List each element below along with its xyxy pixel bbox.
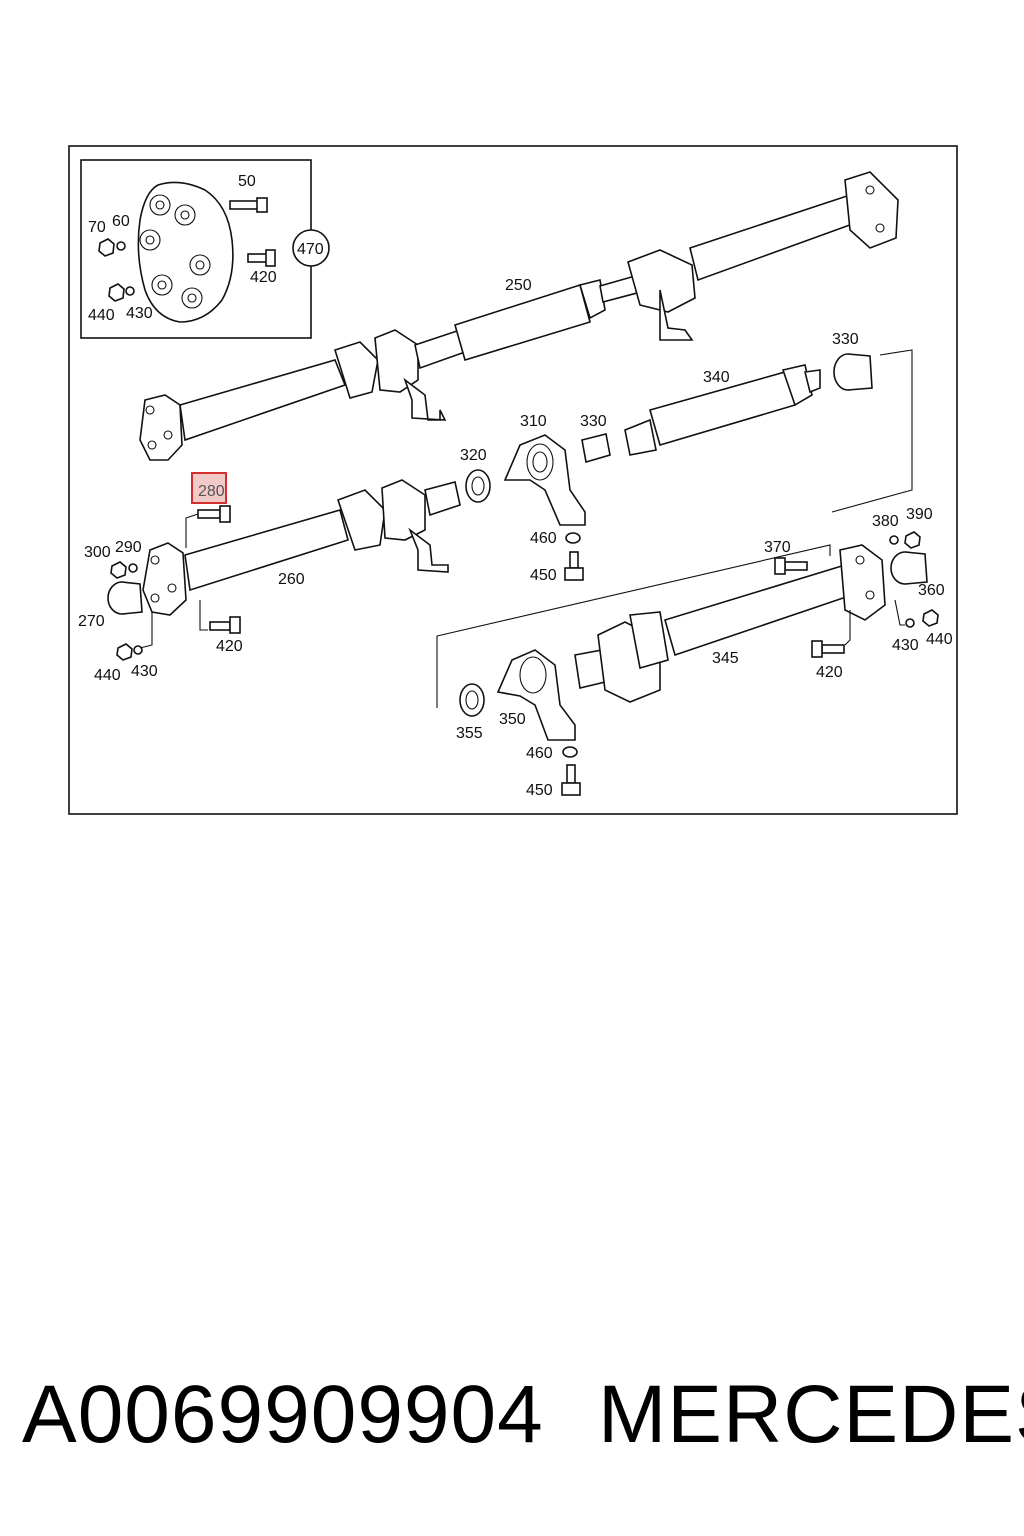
label-440-inset: 440 bbox=[88, 307, 115, 324]
label-50: 50 bbox=[238, 173, 256, 190]
leader-430-right bbox=[894, 599, 905, 626]
bearing-320-part bbox=[465, 469, 491, 503]
label-380: 380 bbox=[872, 513, 899, 530]
brand-name: MERCEDES bbox=[598, 1369, 1024, 1460]
bolt-450-upper bbox=[564, 551, 584, 581]
label-430-left: 430 bbox=[131, 663, 158, 680]
leader-440-left bbox=[139, 612, 153, 649]
highlight-280 bbox=[191, 472, 227, 504]
label-350: 350 bbox=[499, 711, 526, 728]
label-355: 355 bbox=[456, 725, 483, 742]
label-250: 250 bbox=[505, 277, 532, 294]
flex-disc-part bbox=[137, 181, 234, 323]
label-420-inset: 420 bbox=[250, 269, 277, 286]
bolt-50-part bbox=[229, 197, 268, 213]
nut-washer-inset-bottom bbox=[108, 283, 135, 302]
center-bearing-350-part bbox=[496, 649, 576, 741]
label-470: 470 bbox=[297, 241, 324, 258]
shaft-250-part bbox=[139, 171, 899, 461]
label-330-upper: 330 bbox=[832, 331, 859, 348]
bushing-330-lower-part bbox=[581, 433, 611, 464]
bearing-355-part bbox=[459, 683, 485, 717]
bolt-420-inset-part bbox=[247, 249, 276, 267]
label-320: 320 bbox=[460, 447, 487, 464]
label-340: 340 bbox=[703, 369, 730, 386]
part-number: A0069909904 bbox=[22, 1369, 544, 1460]
center-bearing-310-part bbox=[503, 434, 586, 526]
washer-460-lower bbox=[562, 746, 578, 758]
label-345: 345 bbox=[712, 650, 739, 667]
label-70: 70 bbox=[88, 219, 106, 236]
label-450-upper: 450 bbox=[530, 567, 557, 584]
label-360: 360 bbox=[918, 582, 945, 599]
label-310: 310 bbox=[520, 413, 547, 430]
leader-bracket-345 bbox=[436, 544, 831, 708]
label-460-lower: 460 bbox=[526, 745, 553, 762]
footer-caption: A0069909904 MERCEDES bbox=[0, 1360, 1024, 1470]
label-330-lower: 330 bbox=[580, 413, 607, 430]
label-390: 390 bbox=[906, 506, 933, 523]
bushing-360-part bbox=[890, 551, 928, 585]
bolt-420-right-part bbox=[811, 640, 845, 658]
callout-470-circle bbox=[292, 229, 330, 267]
nut-washer-380-390 bbox=[889, 531, 921, 549]
label-280: 280 bbox=[198, 483, 225, 500]
bushing-330-upper-part bbox=[833, 353, 873, 391]
leader-bracket-340 bbox=[831, 349, 913, 513]
shaft-340-part bbox=[624, 364, 821, 456]
leader-420-left bbox=[199, 600, 208, 631]
label-430-inset: 430 bbox=[126, 305, 153, 322]
label-420-left: 420 bbox=[216, 638, 243, 655]
label-370: 370 bbox=[764, 539, 791, 556]
leader-420-right bbox=[844, 610, 851, 646]
washer-460-upper bbox=[565, 532, 581, 544]
shaft-260-part bbox=[142, 479, 461, 616]
nut-washer-inset-top bbox=[98, 238, 126, 257]
leader-280 bbox=[185, 513, 199, 548]
label-440-right: 440 bbox=[926, 631, 953, 648]
diagram-frame bbox=[68, 145, 958, 815]
shaft-345-part bbox=[574, 544, 886, 703]
label-300: 300 bbox=[84, 544, 111, 561]
nut-washer-440-430-left bbox=[116, 643, 143, 661]
label-290: 290 bbox=[115, 539, 142, 556]
label-450-lower: 450 bbox=[526, 782, 553, 799]
label-60: 60 bbox=[112, 213, 130, 230]
label-420-right: 420 bbox=[816, 664, 843, 681]
propeller-shaft-diagram: 50 70 60 470 420 440 430 250 330 340 310… bbox=[68, 145, 958, 815]
label-260: 260 bbox=[278, 571, 305, 588]
bushing-270-part bbox=[107, 581, 143, 615]
label-430-right: 430 bbox=[892, 637, 919, 654]
label-440-left: 440 bbox=[94, 667, 121, 684]
nut-washer-430-440-right bbox=[905, 609, 939, 628]
bolt-420-left-part bbox=[209, 616, 241, 634]
bolt-280-part bbox=[197, 505, 231, 523]
bolt-370-part bbox=[774, 557, 808, 575]
bolt-450-lower bbox=[561, 764, 581, 796]
nut-washer-300-290 bbox=[110, 561, 138, 579]
label-460-upper: 460 bbox=[530, 530, 557, 547]
label-270: 270 bbox=[78, 613, 105, 630]
